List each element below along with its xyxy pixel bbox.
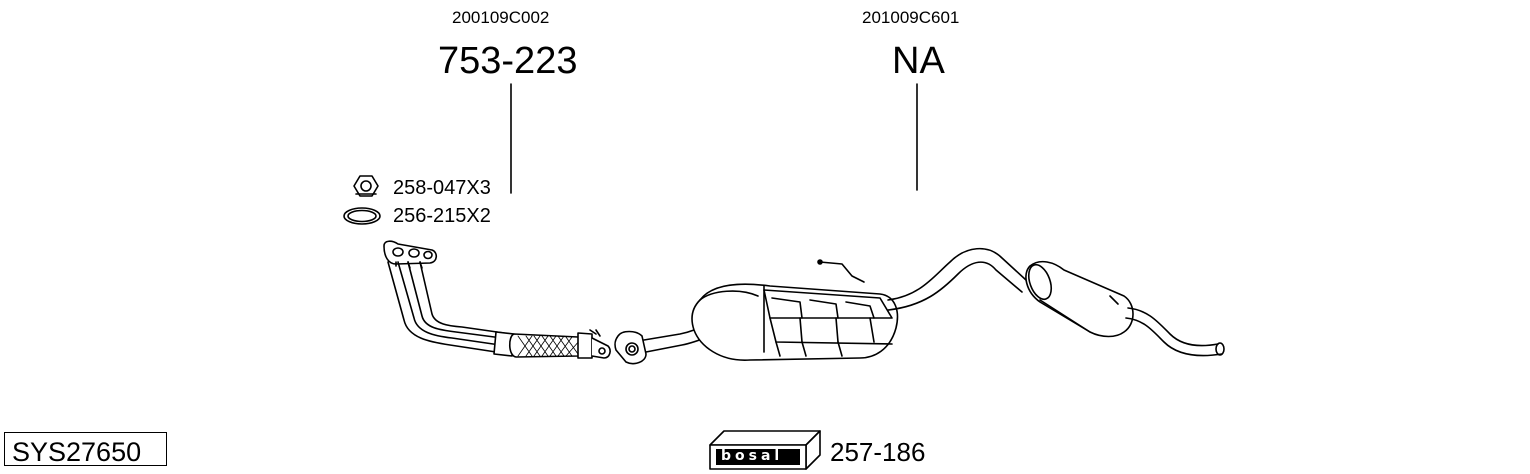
gasket-part-number[interactable]: 256-215X2 xyxy=(393,205,491,227)
front-pipe-drawing[interactable] xyxy=(383,240,611,359)
system-code-box: SYS27650 xyxy=(4,432,167,467)
front-pipe-part-number[interactable]: 753-223 xyxy=(438,40,578,82)
ring-gasket-icon xyxy=(343,207,381,225)
bosal-logo-text: bosal xyxy=(721,448,784,464)
rear-section-drawing[interactable] xyxy=(614,247,1225,365)
mounting-kit-part-number[interactable]: 257-186 xyxy=(830,437,926,467)
rear-section-part-number[interactable]: NA xyxy=(892,40,945,82)
system-code: SYS27650 xyxy=(12,437,142,467)
hex-nut-icon xyxy=(353,175,379,197)
rear-section-oe-code: 201009C601 xyxy=(862,8,960,27)
nut-part-number[interactable]: 258-047X3 xyxy=(393,177,491,199)
front-pipe-oe-code: 200109C002 xyxy=(452,8,550,27)
bosal-box-icon xyxy=(709,430,821,470)
